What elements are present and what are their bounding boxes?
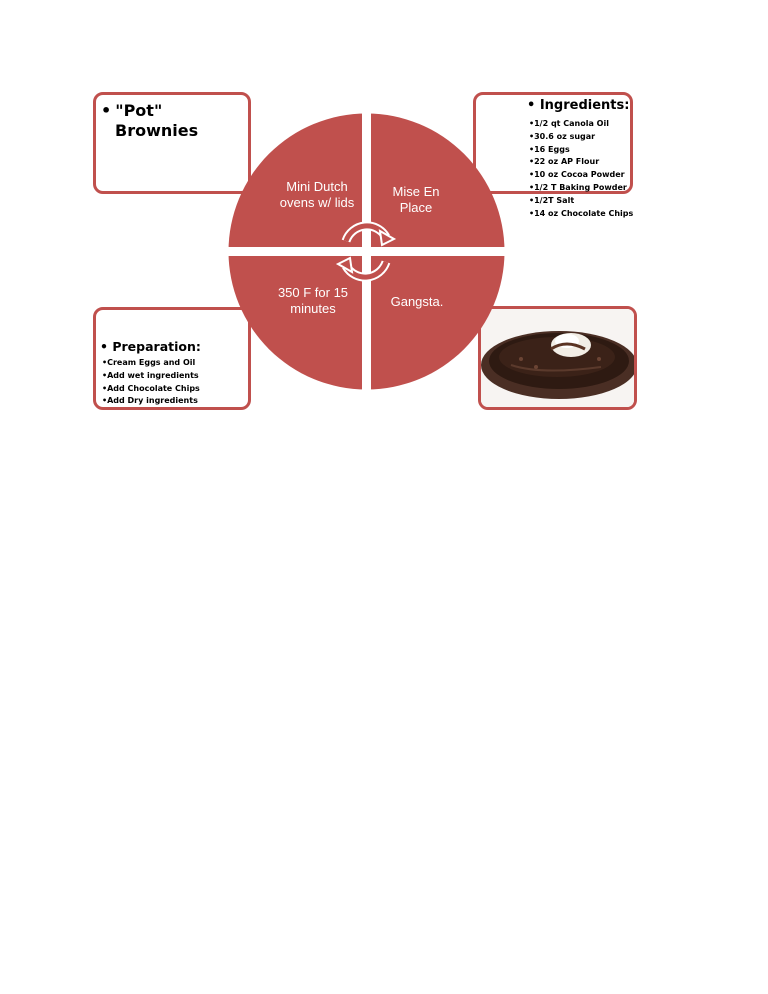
quadrant-top-left-label: Mini Dutch ovens w/ lids xyxy=(279,179,355,210)
horizontal-divider xyxy=(228,247,505,256)
ingredient-item: •10 oz Cocoa Powder xyxy=(529,170,625,180)
title-line-2: Brownies xyxy=(115,121,199,140)
preparation-step: •Add Chocolate Chips xyxy=(102,383,200,393)
brownie-skillet-photo xyxy=(481,309,634,407)
quadrant-circle xyxy=(228,113,505,390)
ingredient-item: •22 oz AP Flour xyxy=(529,157,600,167)
title-bullet: • xyxy=(101,101,112,120)
preparation-list: •Cream Eggs and Oil •Add wet ingredients… xyxy=(102,357,200,408)
recipe-title: •"Pot" Brownies xyxy=(101,101,198,141)
preparation-step: •Add wet ingredients xyxy=(102,370,199,380)
title-line-1: "Pot" xyxy=(115,101,163,120)
title-box xyxy=(93,92,251,194)
ingredient-item: •16 Eggs xyxy=(529,144,570,154)
preparation-step: •Cream Eggs and Oil xyxy=(102,358,196,367)
preparation-step: •Add Dry ingredients xyxy=(102,396,198,406)
ingredient-item: •1/2 qt Canola Oil xyxy=(529,119,609,128)
ingredient-item: •1/2 T Baking Powder xyxy=(529,182,627,192)
photo-box xyxy=(478,306,637,410)
preparation-box xyxy=(93,307,251,410)
ingredient-item: •1/2T Salt xyxy=(529,195,575,205)
quadrant-bottom-left-label: 350 F for 15 minutes xyxy=(277,285,349,316)
quadrant-bottom-right-label: Gangsta. xyxy=(390,294,444,309)
ingredients-list: •1/2 qt Canola Oil •30.6 oz sugar •16 Eg… xyxy=(529,118,633,220)
ingredients-box xyxy=(473,92,633,194)
ingredients-heading: • Ingredients: xyxy=(527,98,630,113)
quadrant-top-right-label: Mise En Place xyxy=(392,184,440,215)
cycle-diagram: Mini Dutch ovens w/ lids Mise En Place 3… xyxy=(228,113,505,390)
ingredient-item: •30.6 oz sugar xyxy=(529,131,596,141)
preparation-heading: • Preparation: xyxy=(100,339,201,354)
ingredient-item: •14 oz Chocolate Chips xyxy=(529,208,634,218)
